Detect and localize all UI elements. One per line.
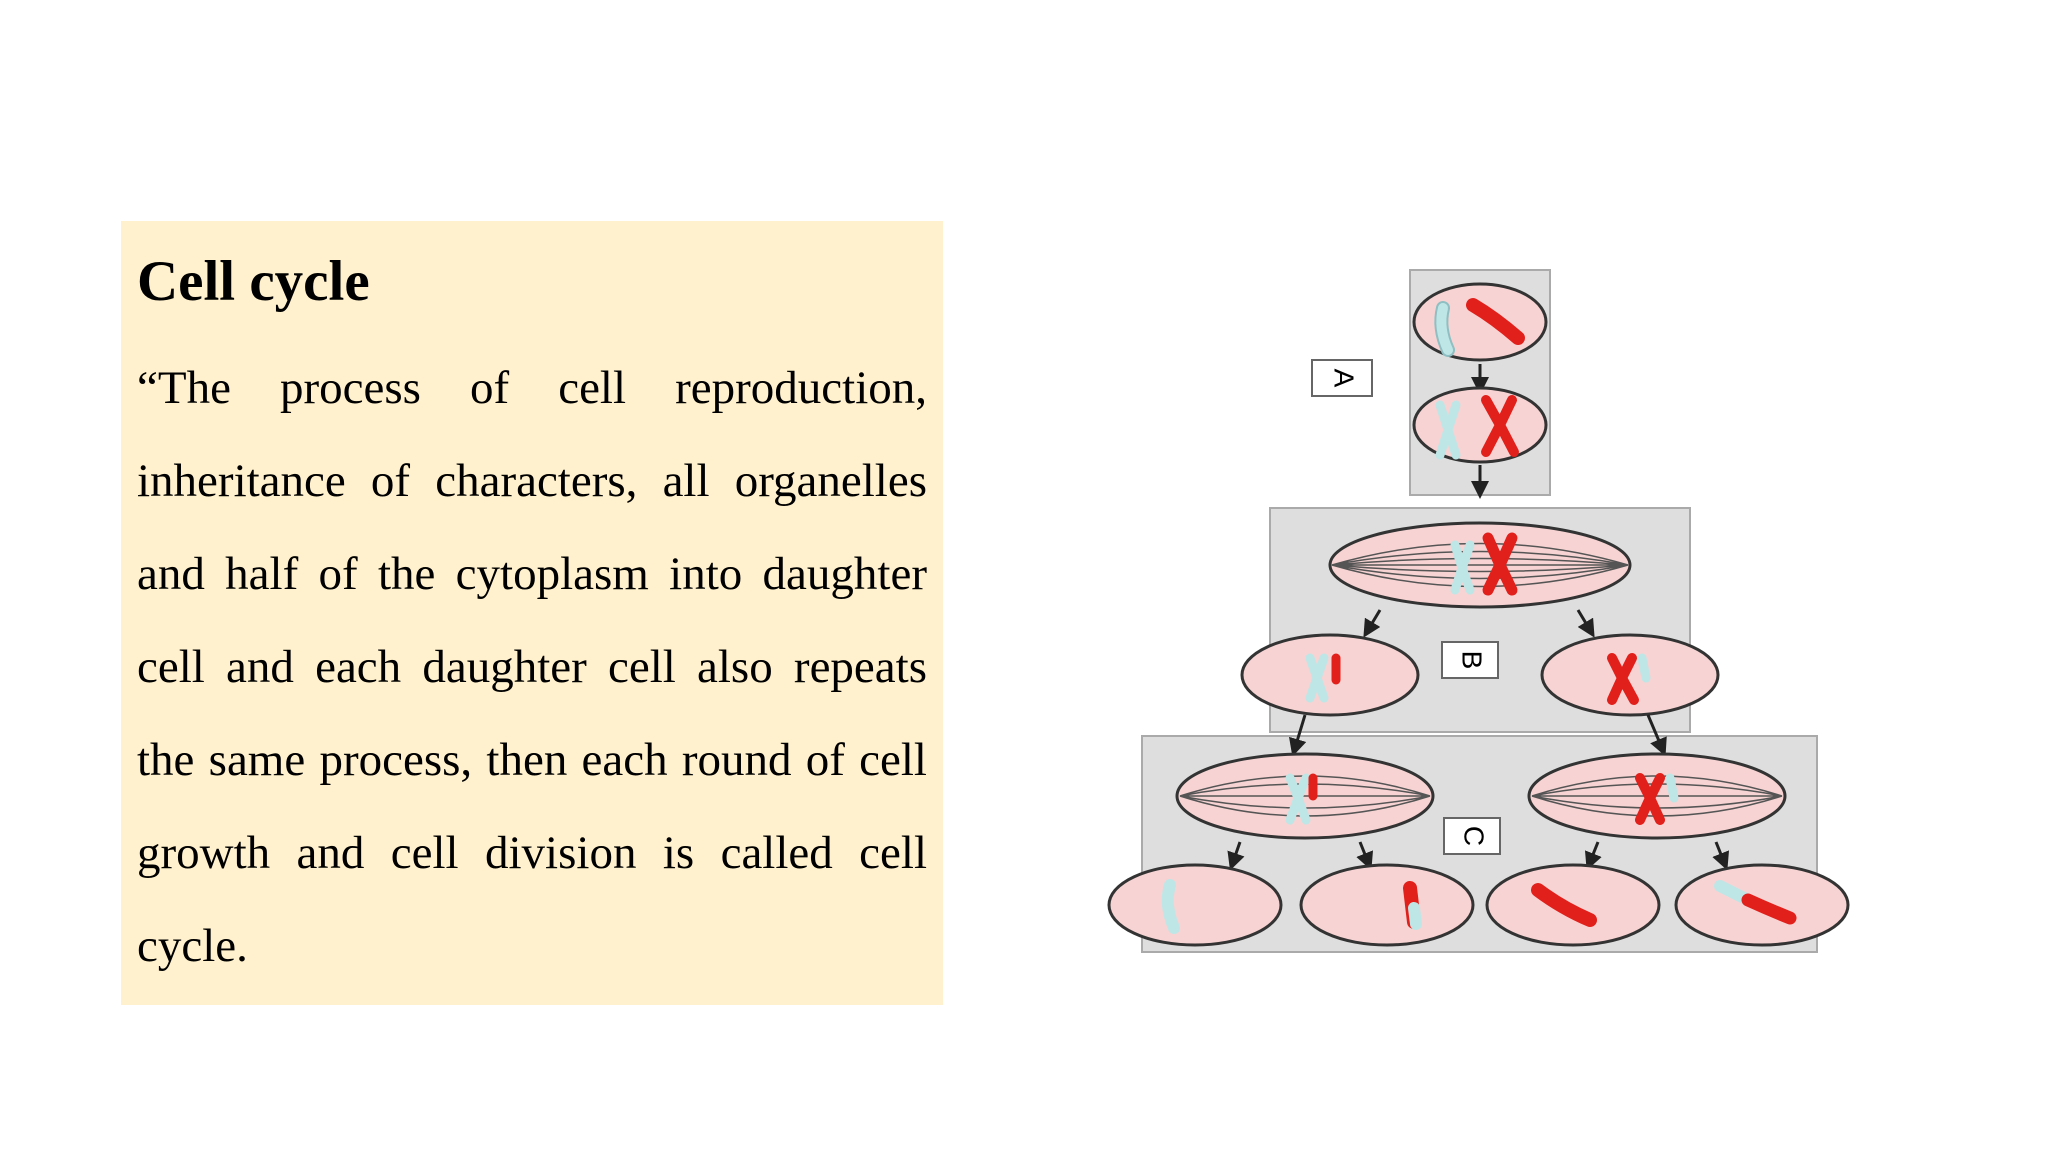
cell-b-left — [1240, 633, 1420, 717]
spindle-c-left — [1175, 752, 1435, 840]
spindle-b — [1328, 521, 1632, 609]
arrow-c3 — [1584, 841, 1602, 871]
cell-final-1 — [1107, 863, 1283, 947]
arrow-c4 — [1712, 841, 1730, 871]
arrow-c2 — [1356, 841, 1374, 871]
label-c-text: C — [1459, 826, 1490, 846]
spindle-c-right — [1527, 752, 1787, 840]
cell-final-2 — [1299, 863, 1475, 947]
label-b: B — [1441, 641, 1499, 679]
cell-final-3 — [1485, 863, 1661, 947]
cell-replicated — [1412, 386, 1548, 464]
label-a-text: A — [1329, 369, 1360, 388]
definition-card: Cell cycle “The process of cell reproduc… — [121, 221, 943, 1005]
cell-top — [1412, 282, 1548, 362]
definition-paragraph: “The process of cell reproduction, inher… — [137, 361, 927, 972]
cell-b-right — [1540, 633, 1720, 717]
arrow-b3 — [1288, 714, 1307, 757]
cell-division-diagram: A B C — [1100, 260, 1900, 980]
arrow-c1 — [1227, 841, 1245, 871]
label-b-text: B — [1457, 651, 1488, 670]
label-c: C — [1443, 817, 1501, 855]
cell-final-4 — [1674, 863, 1850, 947]
arrow-b1 — [1363, 609, 1382, 638]
arrow-b2 — [1576, 609, 1595, 638]
arrow-b4 — [1646, 714, 1667, 757]
slide-title: Cell cycle — [137, 250, 370, 313]
label-a: A — [1311, 359, 1373, 397]
